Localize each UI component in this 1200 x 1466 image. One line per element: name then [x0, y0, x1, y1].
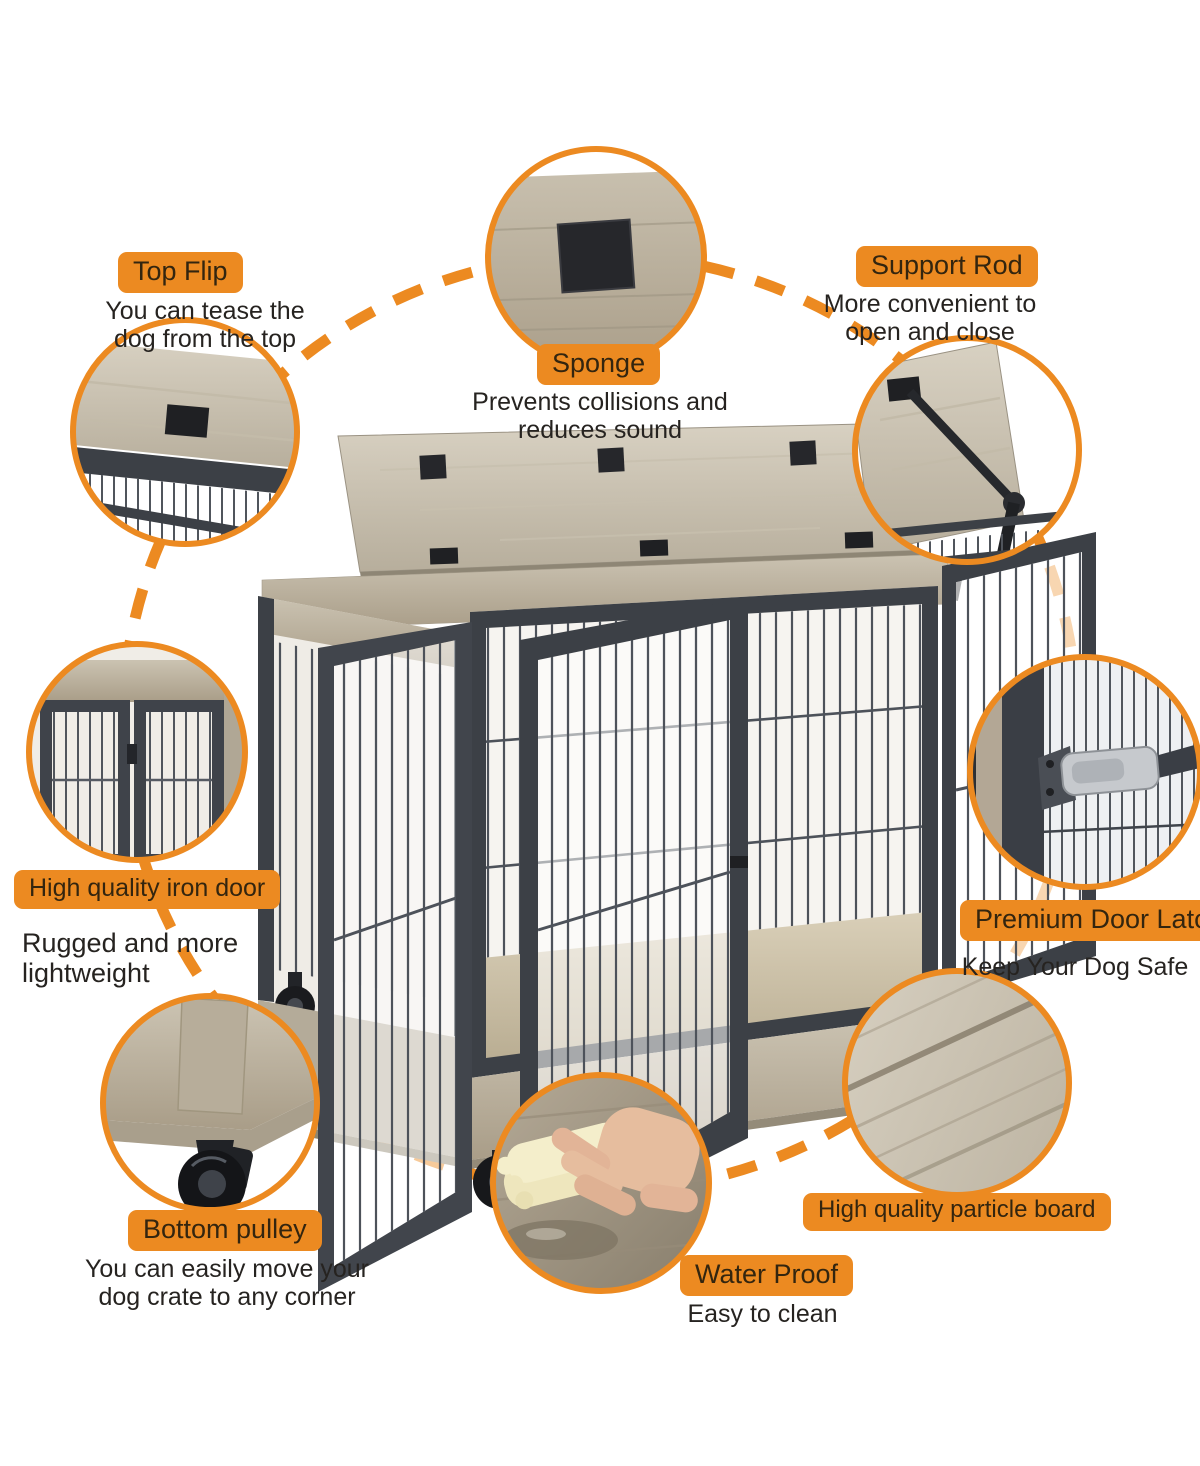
hand [551, 1107, 700, 1216]
callout-circle-sponge [485, 146, 707, 368]
feature-desc-sponge: Prevents collisions and reduces sound [472, 388, 728, 444]
feature-desc-iron-door: Rugged and more lightweight [22, 928, 239, 989]
callout-circle-bottom-pulley [100, 993, 320, 1213]
lid-hinges [429, 531, 874, 565]
feature-badge-particle-board: High quality particle board [803, 1193, 1111, 1231]
left-door-open [318, 622, 472, 1292]
callout-circle-iron-door [26, 641, 248, 863]
feature-desc-bottom-pulley: You can easily move your dog crate to an… [85, 1255, 369, 1311]
sponge-pads [419, 440, 817, 480]
callout-circle-top-flip [70, 317, 300, 547]
callout-circle-door-latch [967, 654, 1200, 890]
feature-badge-support-rod: Support Rod [856, 246, 1038, 288]
feature-desc-support-rod: More convenient to open and close [823, 290, 1037, 346]
feature-desc-door-latch: Keep Your Dog Safe [961, 953, 1189, 981]
feature-badge-iron-door: High quality iron door [14, 870, 281, 909]
feature-badge-water-proof: Water Proof [680, 1255, 854, 1297]
callout-circle-support-rod [852, 335, 1082, 565]
feature-badge-top-flip: Top Flip [118, 252, 243, 294]
feature-badge-door-latch: Premium Door Latch [960, 900, 1200, 942]
front-door-open [520, 598, 748, 1252]
feature-desc-water-proof: Easy to clean [687, 1300, 838, 1328]
feature-badge-bottom-pulley: Bottom pulley [128, 1210, 322, 1252]
feature-badge-sponge: Sponge [537, 344, 661, 386]
feature-desc-top-flip: You can tease the dog from the top [105, 297, 305, 353]
callout-circle-water-proof [490, 1072, 712, 1294]
